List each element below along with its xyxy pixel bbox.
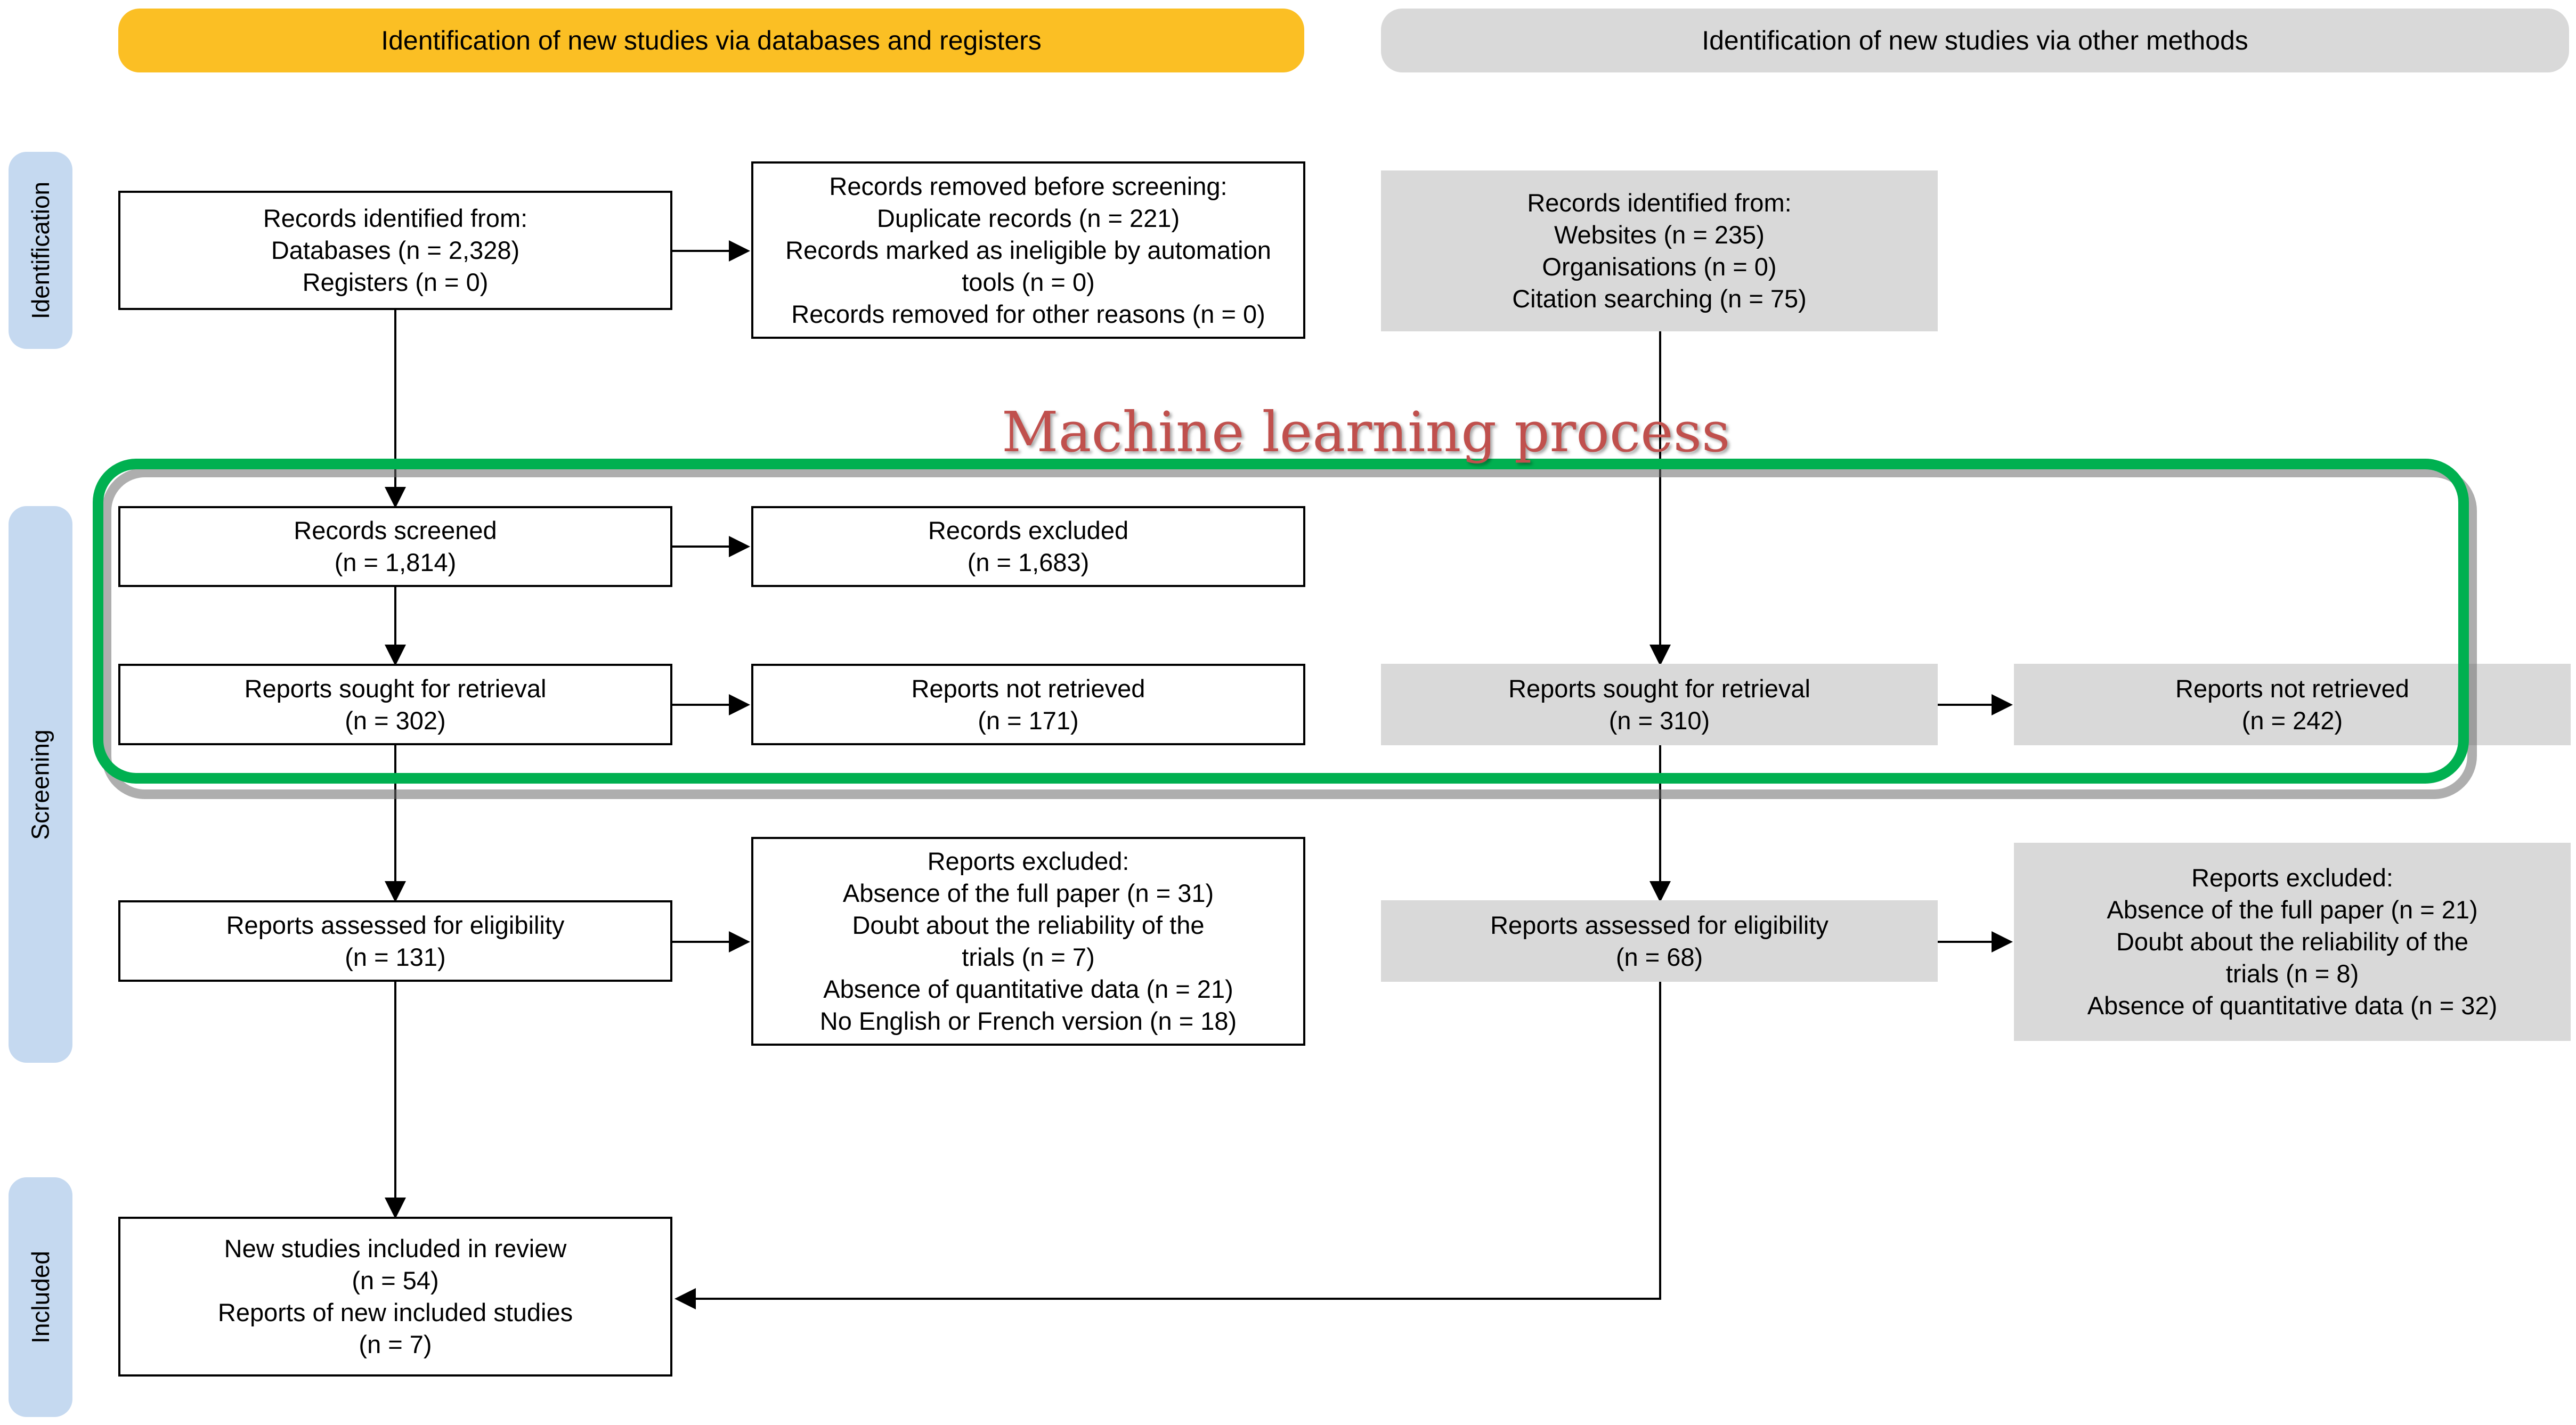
- box-line: Doubt about the reliability of the: [852, 911, 1205, 939]
- box-line: Reports assessed for eligibility: [1490, 910, 1829, 939]
- box-line: (n = 242): [2241, 706, 2343, 735]
- box-line: (n = 171): [978, 706, 1079, 735]
- box-line: Organisations (n = 0): [1542, 253, 1777, 281]
- phase-screening-label: Screening: [27, 729, 55, 840]
- db-reports-assessed-box: Reports assessed for eligibility (n = 13…: [118, 900, 672, 982]
- box-line: Registers (n = 0): [302, 268, 489, 296]
- phase-identification-label: Identification: [27, 181, 54, 320]
- box-line: Websites (n = 235): [1554, 221, 1765, 249]
- box-line: (n = 302): [345, 706, 446, 735]
- ml-process-label: Machine learning process: [1002, 400, 1730, 465]
- db-reports-excluded-box: Reports excluded: Absence of the full pa…: [751, 837, 1305, 1046]
- phase-screening: Screening: [9, 506, 72, 1063]
- box-line: Absence of quantitative data (n = 21): [823, 975, 1233, 1003]
- box-line: Reports not retrieved: [2175, 674, 2409, 703]
- header-other-methods: Identification of new studies via other …: [1381, 9, 2569, 72]
- box-line: trials (n = 7): [962, 943, 1095, 971]
- other-reports-assessed-box: Reports assessed for eligibility (n = 68…: [1381, 900, 1938, 982]
- box-line: Absence of the full paper (n = 31): [842, 879, 1214, 907]
- box-line: Reports sought for retrieval: [1508, 674, 1810, 703]
- box-line: (n = 7): [359, 1330, 432, 1358]
- arrow-other-assessed-to-included: [675, 982, 1661, 1309]
- header-other-methods-label: Identification of new studies via other …: [1702, 26, 2248, 55]
- db-records-identified-box: Records identified from: Databases (n = …: [118, 191, 672, 310]
- box-line: Records removed before screening:: [829, 172, 1228, 200]
- box-line: tools (n = 0): [962, 267, 1095, 296]
- header-databases: Identification of new studies via databa…: [118, 9, 1304, 72]
- phase-included: Included: [9, 1177, 72, 1417]
- box-line: Databases (n = 2,328): [271, 236, 520, 264]
- other-records-identified-box: Records identified from: Websites (n = 2…: [1381, 170, 1938, 331]
- other-reports-sought-box: Reports sought for retrieval (n = 310): [1381, 664, 1938, 745]
- box-line: (n = 1,683): [967, 548, 1090, 576]
- box-line: (n = 1,814): [334, 548, 457, 576]
- box-line: No English or French version (n = 18): [819, 1007, 1237, 1035]
- header-databases-label: Identification of new studies via databa…: [381, 26, 1042, 55]
- box-line: (n = 68): [1615, 942, 1703, 971]
- box-line: Records removed for other reasons (n = 0…: [791, 299, 1265, 328]
- other-reports-excluded-box: Reports excluded: Absence of the full pa…: [2014, 843, 2571, 1041]
- box-line: Doubt about the reliability of the: [2116, 927, 2469, 956]
- other-reports-not-retrieved-box: Reports not retrieved (n = 242): [2014, 664, 2571, 745]
- box-line: Reports not retrieved: [911, 674, 1145, 703]
- box-line: Records screened: [294, 516, 497, 544]
- box-line: Absence of the full paper (n = 21): [2107, 895, 2478, 924]
- db-studies-included-box: New studies included in review (n = 54) …: [118, 1217, 672, 1377]
- box-line: Duplicate records (n = 221): [876, 203, 1180, 232]
- box-line: Reports sought for retrieval: [244, 674, 547, 703]
- box-line: Reports excluded:: [927, 847, 1129, 875]
- box-line: trials (n = 8): [2225, 959, 2359, 988]
- box-line: Records excluded: [928, 516, 1129, 544]
- phase-identification: Identification: [9, 152, 72, 349]
- box-line: (n = 131): [345, 942, 446, 971]
- box-line: Absence of quantitative data (n = 32): [2087, 991, 2498, 1020]
- db-records-screened-box: Records screened (n = 1,814): [118, 506, 672, 587]
- box-line: Reports of new included studies: [217, 1298, 573, 1326]
- box-line: New studies included in review: [224, 1234, 567, 1263]
- box-line: (n = 310): [1608, 706, 1710, 735]
- phase-included-label: Included: [27, 1251, 55, 1343]
- box-line: Records marked as ineligible by automati…: [785, 235, 1271, 264]
- box-line: Reports assessed for eligibility: [226, 910, 565, 939]
- box-line: Reports excluded:: [2191, 864, 2393, 892]
- db-reports-not-retrieved-box: Reports not retrieved (n = 171): [751, 664, 1305, 745]
- box-line: Records identified from:: [1527, 189, 1792, 217]
- db-reports-sought-box: Reports sought for retrieval (n = 302): [118, 664, 672, 745]
- box-line: (n = 54): [352, 1266, 439, 1294]
- db-records-excluded-box: Records excluded (n = 1,683): [751, 506, 1305, 587]
- box-line: Records identified from:: [263, 204, 528, 232]
- box-line: Citation searching (n = 75): [1512, 284, 1807, 313]
- db-records-removed-box: Records removed before screening: Duplic…: [751, 161, 1305, 339]
